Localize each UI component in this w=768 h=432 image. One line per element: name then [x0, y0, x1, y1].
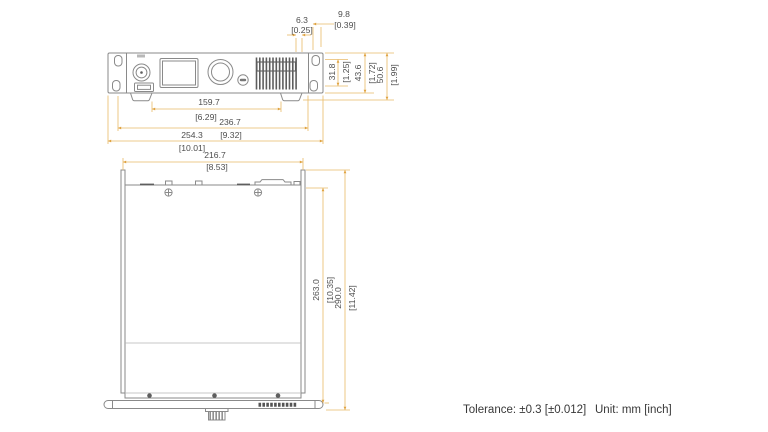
faceplate-screw-3: [275, 393, 281, 398]
side-rail-right: [300, 169, 306, 394]
rear-tab-1: [165, 180, 173, 186]
front-view-dimensions: 6.3 [0.25] 9.8 [0.39] 31.8 [1.25] 43.6 […: [107, 9, 399, 153]
dim-heatsink-offset-mm: 6.3: [296, 15, 308, 25]
side-rail-left: [120, 169, 126, 394]
rear-tab-2: [195, 180, 203, 186]
rear-vent-slot: [140, 183, 154, 186]
rear-vent-slot-2: [237, 183, 250, 186]
dim-overall-height-inch: [1.99]: [389, 64, 399, 86]
dim-chassis-width-mm: 216.7: [204, 150, 226, 160]
faceplate-screw-1: [147, 393, 152, 398]
foot-right: [279, 92, 303, 102]
mounting-slot-bottom-right: [309, 80, 318, 92]
mounting-slot-top-left: [114, 55, 123, 67]
dim-panel-height-inch: [1.72]: [367, 62, 377, 84]
notes: Tolerance: ±0.3 [±0.012] Unit: mm [inch]: [463, 404, 672, 416]
cover-screw-left: [164, 188, 173, 197]
dim-overall-height-mm: 50.6: [375, 66, 385, 83]
faceplate-screw-2: [212, 393, 217, 398]
dim-slot-spacing-inch: [1.25]: [341, 61, 351, 83]
usb-port: [134, 82, 154, 92]
front-view: [107, 52, 324, 102]
rear-panel-features: [140, 179, 301, 186]
front-panel: [107, 52, 324, 94]
dim-overall-depth-mm: 290.0: [333, 287, 343, 309]
power-button: [237, 74, 249, 86]
power-connector: [132, 63, 151, 82]
control-knob: [207, 59, 234, 85]
dim-overall-depth-inch: [11.42]: [347, 285, 357, 311]
top-view: [103, 169, 324, 421]
top-view-dimensions: 216.7 [8.53] 263.0 [10.35] 290.0 [11.42]: [122, 150, 357, 411]
cover-screw-right: [253, 188, 263, 197]
tolerance-note: Tolerance: ±0.3 [±0.012]: [463, 404, 586, 416]
dim-chassis-depth-inch: [10.35]: [325, 277, 335, 303]
chassis-body: [124, 184, 302, 399]
heatsink-slot: [256, 61, 297, 72]
dim-overall-width-inch: [10.01]: [179, 143, 205, 153]
rear-tab-3: [293, 181, 301, 186]
rear-connector-block: [254, 179, 292, 185]
dim-feet-spacing-mm: 159.7: [198, 97, 220, 107]
dim-body-width-mm: 236.7: [219, 117, 241, 127]
dim-heatsink-offset-inch: [0.25]: [291, 25, 313, 35]
mounting-slot-top-right: [311, 55, 320, 66]
connector-label-mark: [137, 54, 145, 58]
knob-top-view: [205, 408, 229, 421]
unit-note: Unit: mm [inch]: [595, 404, 672, 416]
dim-ear-offset-inch: [0.39]: [334, 20, 356, 30]
dim-chassis-depth-mm: 263.0: [311, 279, 321, 301]
dim-overall-width-mm: 254.3: [181, 130, 203, 140]
dim-panel-height-mm: 43.6: [353, 64, 363, 81]
display-screen: [159, 58, 199, 88]
dim-slot-spacing-mm: 31.8: [327, 63, 337, 80]
dim-body-width-inch: [9.32]: [220, 130, 242, 140]
dim-feet-spacing-inch: [6.29]: [195, 112, 217, 122]
dim-chassis-width-inch: [8.53]: [206, 162, 228, 172]
mounting-slot-bottom-left: [112, 80, 121, 92]
dim-ear-offset-mm: 9.8: [338, 9, 350, 19]
foot-left: [129, 92, 153, 102]
